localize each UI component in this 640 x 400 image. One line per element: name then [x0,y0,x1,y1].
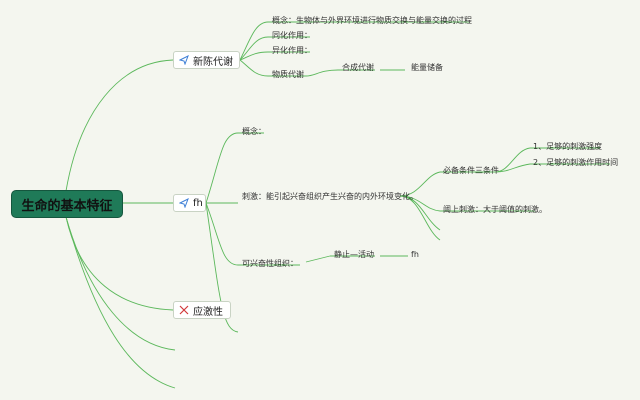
branch-metabolism[interactable]: 新陈代谢 [173,51,240,69]
branch-stress-label: 应激性 [193,306,223,318]
fh-threshold[interactable]: 阈上刺激：大于阈值的刺激。 [443,205,547,214]
fh-leaf[interactable]: fh [411,250,419,259]
branch-fh-label: fh [193,197,203,209]
metabolism-dissimilation[interactable]: 异化作用： [272,46,312,55]
branch-stress[interactable]: 应激性 [173,301,231,319]
tools-icon [179,305,189,315]
fh-rest[interactable]: 静止—活动 [334,250,374,259]
paper-plane-icon [179,198,189,208]
branch-metabolism-label: 新陈代谢 [193,56,233,68]
branch-fh[interactable]: fh [173,194,206,212]
root-label: 生命的基本特征 [21,198,113,214]
fh-conditions[interactable]: 必备条件三条件 [443,166,499,175]
metabolism-synthesis[interactable]: 合成代谢 [342,63,374,72]
metabolism-material[interactable]: 物质代谢 [272,70,304,79]
fh-condition-2[interactable]: 2、足够的刺激作用时间 [533,158,619,167]
fh-stimulus[interactable]: 刺激：能引起兴奋组织产生兴奋的内外环境变化。 [242,192,418,201]
fh-excitable[interactable]: 可兴奋性组织： [242,259,298,268]
root-node[interactable]: 生命的基本特征 [12,191,122,217]
paper-plane-icon [179,55,189,65]
metabolism-energy-storage[interactable]: 能量储备 [411,63,443,72]
metabolism-concept[interactable]: 概念：生物体与外界环境进行物质交换与能量交换的过程 [272,16,472,25]
fh-condition-1[interactable]: 1、足够的刺激强度 [533,142,603,151]
metabolism-assimilation[interactable]: 同化作用： [272,31,312,40]
fh-concept[interactable]: 概念： [242,127,266,136]
